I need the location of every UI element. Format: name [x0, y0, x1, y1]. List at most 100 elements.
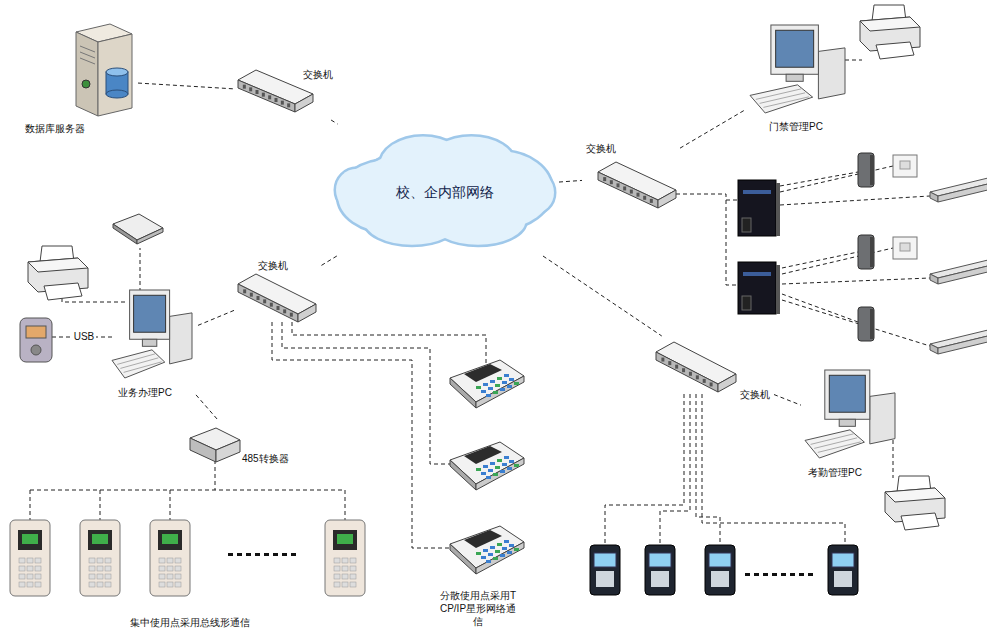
door-card-reader	[858, 235, 874, 269]
terminal-key	[89, 566, 95, 571]
cloud-fill	[431, 197, 526, 245]
pc-keys	[763, 97, 809, 108]
reader-edge	[870, 309, 874, 339]
pos-key	[504, 374, 509, 377]
terminal-key	[167, 574, 173, 579]
attendance-wire	[660, 394, 690, 545]
switch-side	[295, 94, 313, 112]
controller-box	[738, 180, 776, 236]
pos-key	[490, 546, 495, 549]
switch-port	[703, 379, 706, 383]
pos-key	[483, 465, 488, 468]
pos-terminal	[450, 360, 524, 408]
port-label: USB	[72, 330, 97, 343]
terminal-key	[159, 558, 165, 563]
pc-tower	[870, 393, 895, 444]
switch-port	[283, 309, 286, 313]
attendance-pc-icon	[805, 370, 895, 458]
terminal-key	[159, 566, 165, 571]
pos-key	[502, 547, 507, 550]
network-wire	[780, 166, 893, 192]
printer-tray	[876, 42, 914, 59]
terminal-display	[162, 534, 178, 544]
fingerprint-terminal	[80, 520, 120, 596]
reader-button	[31, 345, 41, 355]
terminal-body	[705, 545, 735, 595]
bus-wire	[170, 490, 171, 520]
pc-screen	[134, 295, 166, 332]
node-label: 业务办理PC	[118, 386, 172, 399]
converter-front	[190, 438, 216, 462]
pos-key	[514, 548, 519, 551]
terminal-key	[350, 582, 356, 587]
terminal-screen	[88, 530, 112, 550]
network-cloud: 校、企内部网络	[333, 126, 557, 254]
terminal-key	[105, 582, 111, 587]
server-bay	[80, 46, 95, 52]
terminal-screen	[158, 530, 182, 550]
rs485-converter-icon	[190, 424, 240, 462]
pos-key	[493, 391, 498, 394]
switch-port	[243, 85, 246, 89]
terminal-key	[350, 566, 356, 571]
pos-key	[509, 378, 514, 381]
switch-port	[287, 103, 290, 107]
pos-key	[476, 552, 481, 555]
switch-port	[675, 365, 678, 369]
network-wire	[782, 278, 930, 284]
terminal-key	[334, 582, 340, 587]
server-bay	[80, 52, 95, 58]
pos-key	[495, 550, 500, 553]
switch-front	[656, 352, 718, 392]
pos-key	[488, 553, 493, 556]
db-bottom	[106, 90, 128, 98]
scanner-wire	[140, 248, 141, 292]
terminal-body	[150, 520, 190, 596]
pos-key	[483, 383, 488, 386]
bus-wire	[215, 460, 216, 490]
terminal-key	[175, 566, 181, 571]
switch-port	[263, 299, 266, 303]
pos-key	[514, 382, 519, 385]
network-wire	[780, 196, 930, 205]
switch-port	[256, 90, 259, 94]
terminal-body	[828, 545, 858, 595]
pos-key	[509, 544, 514, 547]
controller-badge	[743, 190, 771, 194]
switch-side	[718, 374, 736, 392]
controller-side	[776, 183, 780, 236]
terminal-key	[97, 574, 103, 579]
pos-display	[464, 530, 502, 548]
switch-port	[250, 293, 253, 297]
attendance-wire	[696, 394, 720, 545]
pos-key	[507, 385, 512, 388]
switch-port	[643, 196, 646, 200]
switch-port	[603, 177, 606, 181]
exit-button	[893, 155, 917, 177]
pos-key	[495, 384, 500, 387]
lock-end	[930, 274, 938, 284]
pos-key	[486, 560, 491, 563]
pc-stand	[142, 339, 156, 346]
pc-screen	[776, 30, 814, 67]
terminal-key	[27, 558, 33, 563]
door-card-reader	[858, 307, 874, 341]
pos-side	[450, 544, 476, 574]
terminal-body	[645, 545, 675, 595]
terminal-key	[35, 566, 41, 571]
controller-lock	[742, 218, 751, 232]
pos-key	[504, 540, 509, 543]
network-link	[680, 109, 746, 148]
terminal-screen	[649, 553, 671, 567]
pos-key	[488, 469, 493, 472]
pos-key	[504, 456, 509, 459]
terminal-keypad	[711, 571, 729, 587]
printer-top	[28, 258, 88, 272]
access-controller	[738, 180, 780, 236]
pos-key	[514, 464, 519, 467]
ellipsis-dot	[237, 553, 242, 556]
printer-tray	[44, 283, 82, 300]
pos-key	[497, 459, 502, 462]
pos-key	[490, 380, 495, 383]
switch-port	[617, 183, 620, 187]
